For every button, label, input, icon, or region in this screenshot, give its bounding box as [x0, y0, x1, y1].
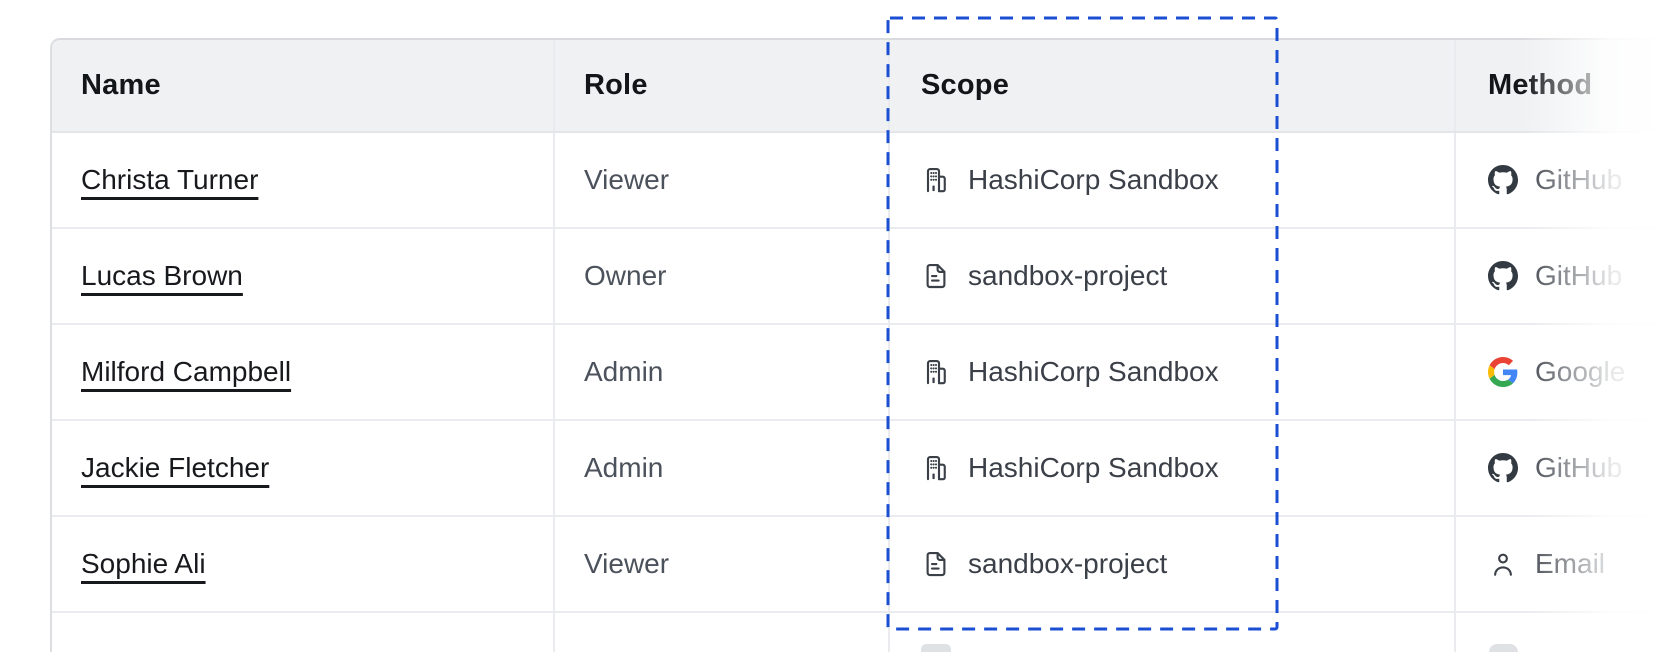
scope-label: sandbox-project	[968, 260, 1168, 291]
name-cell: Christa Turner	[52, 133, 553, 227]
method-label: Email	[1535, 548, 1606, 579]
scope-label: sandbox-project	[968, 548, 1168, 579]
column-header-scope: Scope	[888, 40, 1454, 131]
role-cell: Admin	[553, 325, 888, 419]
column-header-name: Name	[81, 69, 161, 101]
method-cell: GitHub	[1454, 133, 1672, 227]
scope-cell: sandbox-project	[888, 517, 1454, 611]
member-name-link[interactable]: Jackie Fletcher	[81, 452, 270, 483]
table-row: Sophie Ali Viewer sandbox-project Email	[52, 517, 1672, 613]
person-icon	[1488, 549, 1518, 579]
scope-cell: HashiCorp Sandbox	[888, 133, 1454, 227]
name-cell: Sophie Ali	[52, 517, 553, 611]
member-name-link[interactable]: Sophie Ali	[81, 548, 206, 579]
table-header-row: Name Role Scope Method	[52, 40, 1672, 133]
method-label: GitHub	[1535, 452, 1623, 483]
role-cell: Owner	[553, 229, 888, 323]
scope-label: HashiCorp Sandbox	[968, 164, 1219, 195]
partial-method-icon	[1489, 644, 1518, 652]
building-org-icon	[921, 165, 951, 195]
name-cell: Lucas Brown	[52, 229, 553, 323]
name-cell: Jackie Fletcher	[52, 421, 553, 515]
google-icon	[1488, 357, 1518, 387]
member-name-link[interactable]: Milford Campbell	[81, 356, 292, 387]
scope-label: HashiCorp Sandbox	[968, 452, 1219, 483]
github-icon	[1488, 165, 1518, 195]
method-label: GitHub	[1535, 164, 1623, 195]
method-cell: GitHub	[1454, 229, 1672, 323]
method-cell: Google	[1454, 325, 1672, 419]
scope-cell: HashiCorp Sandbox	[888, 421, 1454, 515]
table-row: Milford Campbell Admin HashiCorp Sandbox…	[52, 325, 1672, 421]
table-row: Christa Turner Viewer HashiCorp Sandbox …	[52, 133, 1672, 229]
partial-scope-icon	[921, 644, 951, 652]
table-row: Jackie Fletcher Admin HashiCorp Sandbox …	[52, 421, 1672, 517]
members-table: Name Role Scope Method Christa Turner Vi…	[50, 38, 1672, 652]
column-header-method: Method	[1454, 40, 1672, 131]
name-cell: Milford Campbell	[52, 325, 553, 419]
method-cell: GitHub	[1454, 421, 1672, 515]
scope-cell: sandbox-project	[888, 229, 1454, 323]
file-project-icon	[921, 261, 951, 291]
role-cell: Viewer	[553, 133, 888, 227]
table-row: Lucas Brown Owner sandbox-project GitHub	[52, 229, 1672, 325]
member-name-link[interactable]: Christa Turner	[81, 164, 259, 195]
role-cell: Admin	[553, 421, 888, 515]
method-label: GitHub	[1535, 260, 1623, 291]
member-name-link[interactable]: Lucas Brown	[81, 260, 243, 291]
building-org-icon	[921, 453, 951, 483]
method-cell: Email	[1454, 517, 1672, 611]
column-header-role: Role	[553, 40, 888, 131]
partial-table-row	[52, 613, 1672, 652]
github-icon	[1488, 453, 1518, 483]
building-org-icon	[921, 357, 951, 387]
scope-cell: HashiCorp Sandbox	[888, 325, 1454, 419]
github-icon	[1488, 261, 1518, 291]
role-cell: Viewer	[553, 517, 888, 611]
scope-label: HashiCorp Sandbox	[968, 356, 1219, 387]
method-label: Google	[1535, 356, 1626, 387]
file-project-icon	[921, 549, 951, 579]
